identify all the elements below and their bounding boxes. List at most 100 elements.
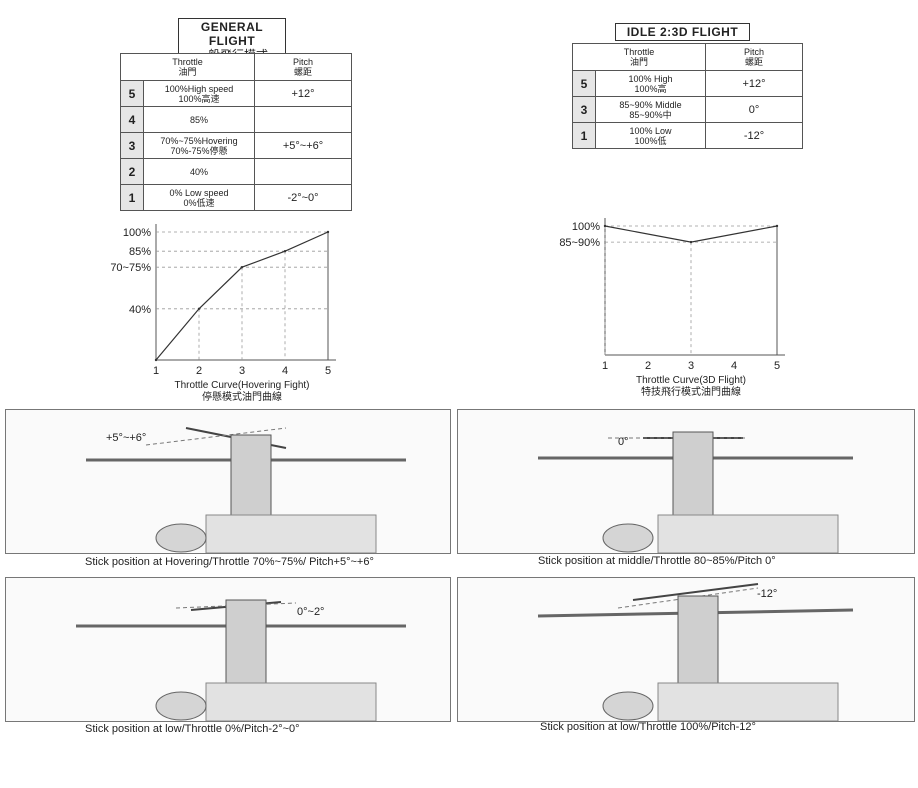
pitch-cell: [254, 106, 352, 133]
throttle-value: 100%High speed: [164, 83, 234, 94]
throttle-header-zh: 油門: [178, 67, 197, 77]
x-axis-label: Throttle Curve(Hovering Fight): [174, 380, 309, 391]
servo: [602, 523, 654, 553]
table-row: 4 85%: [120, 106, 352, 133]
throttle-value: 100% High: [628, 73, 673, 84]
frame: [205, 682, 377, 721]
pitch-angle-line: [175, 602, 297, 609]
pitch-cell: +5°~+6°: [254, 132, 352, 159]
pitch-cell: 0°: [705, 96, 803, 123]
y-tick-label: 40%: [129, 304, 151, 316]
x-tick-label: 5: [325, 365, 331, 377]
angle-label: +5°~+6°: [106, 432, 147, 444]
x-tick-label: 1: [602, 360, 608, 372]
middle-pitch-panel: [457, 409, 915, 554]
data-point: [689, 240, 693, 244]
pitch-cell: +12°: [254, 80, 352, 107]
pitch-angle-line: [145, 427, 287, 446]
throttle-value-zh: 100%高: [634, 83, 667, 94]
throttle-header-en: Throttle: [172, 57, 203, 67]
negative-pitch-panel: [457, 577, 915, 722]
row-number: 5: [572, 70, 596, 97]
throttle-value: 40%: [189, 166, 208, 177]
y-tick-label: 85%: [129, 246, 151, 258]
general-flight-title-en: GENERAL FLIGHT: [200, 20, 264, 48]
x-axis-label: Throttle Curve(3D Flight): [636, 375, 746, 386]
data-point: [240, 266, 244, 269]
data-point: [154, 358, 158, 362]
panel-caption: Stick position at middle/Throttle 80~85%…: [538, 555, 776, 567]
flybar: [632, 583, 759, 601]
data-point: [283, 250, 287, 253]
throttle-value: 0% Low speed: [169, 187, 229, 198]
hover-pitch-panel: [5, 409, 451, 554]
panel-caption: Stick position at Hovering/Throttle 70%~…: [85, 556, 374, 568]
x-tick-label: 3: [239, 365, 245, 377]
throttle-header-zh: 油門: [629, 57, 648, 67]
y-tick-label: 70~75%: [110, 262, 151, 274]
row-number: 1: [572, 122, 596, 149]
throttle-value: 85~90% Middle: [619, 99, 682, 110]
helicopter-illustration: [86, 427, 406, 553]
x-tick-label: 2: [196, 365, 202, 377]
pitch-header-zh: 螺距: [293, 67, 312, 77]
servo: [155, 691, 207, 721]
servo: [602, 691, 654, 721]
pitch-header-zh: 螺距: [744, 57, 763, 67]
pitch-header-en: Pitch: [743, 47, 764, 57]
data-point: [326, 230, 330, 234]
y-tick-label: 100%: [572, 221, 600, 233]
angle-label: 0°: [618, 436, 629, 448]
throttle-value: 85%: [189, 114, 208, 125]
throttle-cell: 85%: [143, 106, 255, 133]
angle-label: -12°: [757, 588, 778, 600]
pitch-header-en: Pitch: [292, 57, 313, 67]
throttle-curve-line: [604, 225, 778, 243]
helicopter-illustration: [538, 431, 853, 553]
helicopter-illustration: [76, 599, 406, 721]
low-pitch-panel: [5, 577, 451, 722]
frame: [657, 682, 839, 721]
idle-flight-title-en: IDLE 2:3D FLIGHT: [626, 25, 739, 39]
row-number: 3: [572, 96, 596, 123]
idle-flight-title: IDLE 2:3D FLIGHT: [615, 23, 750, 41]
throttle-value-zh: 100%低: [634, 135, 667, 146]
row-number: 1: [120, 184, 144, 211]
throttle-value: 70%~75%Hovering: [160, 135, 238, 146]
throttle-value: 100% Low: [629, 125, 672, 136]
data-point: [775, 224, 779, 228]
frame: [657, 514, 839, 553]
x-tick-label: 1: [153, 365, 159, 377]
row-number: 2: [120, 158, 144, 185]
frame: [205, 514, 377, 553]
pitch-cell: +12°: [705, 70, 803, 97]
x-axis-label-zh: 停懸模式油門曲線: [202, 390, 282, 403]
angle-label: 0°~2°: [297, 606, 325, 618]
y-tick-label: 100%: [123, 227, 151, 239]
x-tick-label: 4: [282, 365, 288, 377]
panel-caption: Stick position at low/Throttle 100%/Pitc…: [540, 721, 756, 733]
x-tick-label: 4: [731, 360, 737, 372]
pitch-cell: [254, 158, 352, 185]
throttle-value-zh: 70%-75%停懸: [170, 145, 228, 156]
table-header-row: Throttle 油門 Pitch 螺距: [120, 53, 352, 81]
throttle-value-zh: 100%高速: [178, 93, 220, 104]
panel-caption: Stick position at low/Throttle 0%/Pitch-…: [85, 723, 300, 735]
helicopter-illustration: [537, 583, 854, 721]
x-tick-label: 2: [645, 360, 651, 372]
throttle-header-en: Throttle: [623, 47, 655, 57]
data-point: [197, 307, 201, 310]
